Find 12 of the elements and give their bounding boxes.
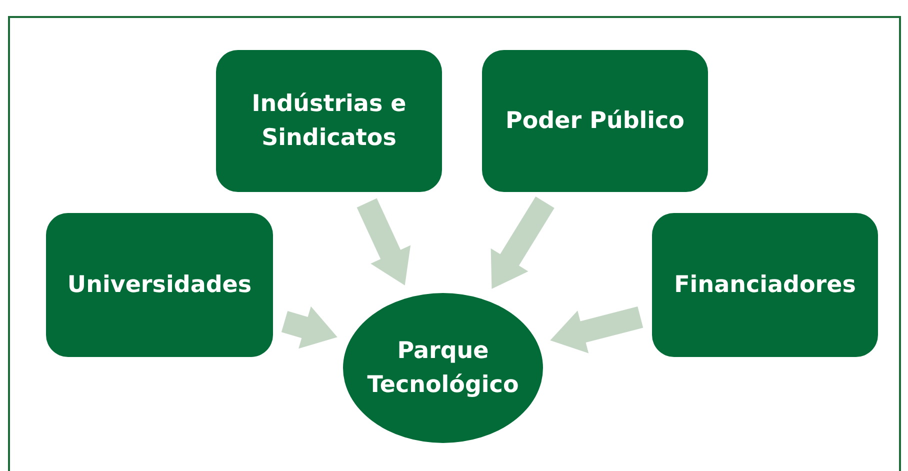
- block-arrow: [356, 198, 411, 286]
- rounded-box: [46, 213, 273, 357]
- node-label: Indústrias e Sindicatos: [250, 90, 408, 153]
- node-label: Poder Público: [506, 106, 684, 136]
- node-label: Universidades: [67, 270, 252, 300]
- rounded-box: [482, 50, 708, 192]
- rounded-box: [652, 213, 878, 357]
- node-label: Parque Tecnológico: [366, 336, 520, 400]
- rounded-box: [216, 50, 442, 192]
- block-arrow: [490, 196, 554, 289]
- node-label: Financiadores: [674, 270, 856, 300]
- block-arrow: [281, 306, 338, 349]
